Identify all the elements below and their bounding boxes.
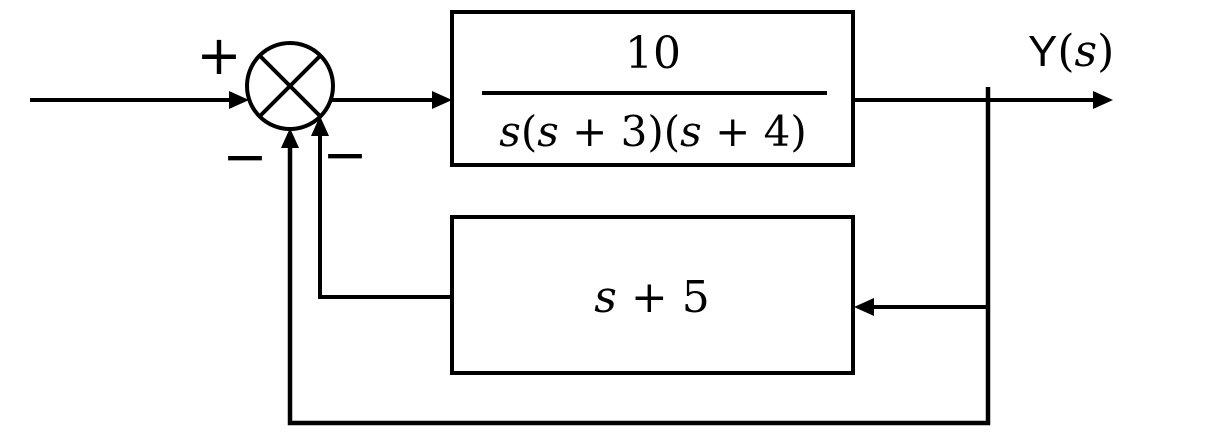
inner-feedback-arrowhead-icon xyxy=(311,116,329,136)
output-label-Y: Y xyxy=(1028,27,1057,76)
denominator-plus3: + 3)( xyxy=(559,107,680,156)
minus-sign-inner-label: − xyxy=(322,123,367,186)
feedback-block-label: s + 5 xyxy=(594,272,709,323)
forward-block-arrowhead-icon xyxy=(432,91,452,109)
feedback-plus5: + 5 xyxy=(617,272,710,323)
output-arrowhead-icon xyxy=(1093,91,1113,109)
forward-block xyxy=(450,10,855,167)
denominator-var-s2: s xyxy=(537,107,559,156)
outer-feedback-path xyxy=(287,87,991,426)
output-label-var-s: s xyxy=(1075,26,1098,77)
denominator-plus4: + 4) xyxy=(702,107,807,156)
denominator-paren-open: ( xyxy=(521,107,537,156)
forward-block-denominator: s(s + 3)(s + 4) xyxy=(499,107,806,156)
feedback-var-s: s xyxy=(594,272,617,323)
feedback-block-arrowhead-icon xyxy=(854,298,874,316)
forward-block-numerator: 10 xyxy=(625,28,681,79)
denominator-var-s3: s xyxy=(680,107,702,156)
minus-sign-outer-label: − xyxy=(222,125,267,188)
inner-feedback-path xyxy=(318,134,452,299)
input-arrowhead-icon xyxy=(229,91,249,109)
outer-feedback-arrowhead-icon xyxy=(281,128,299,148)
output-label-paren-close: ) xyxy=(1097,26,1114,77)
output-label-paren-open: ( xyxy=(1057,26,1074,77)
plus-sign-label: + xyxy=(196,24,241,87)
summing-junction-cross-line-2 xyxy=(258,54,322,118)
denominator-var-s1: s xyxy=(499,107,521,156)
feedback-block xyxy=(450,215,855,375)
output-label: Y(s) xyxy=(1028,26,1114,77)
